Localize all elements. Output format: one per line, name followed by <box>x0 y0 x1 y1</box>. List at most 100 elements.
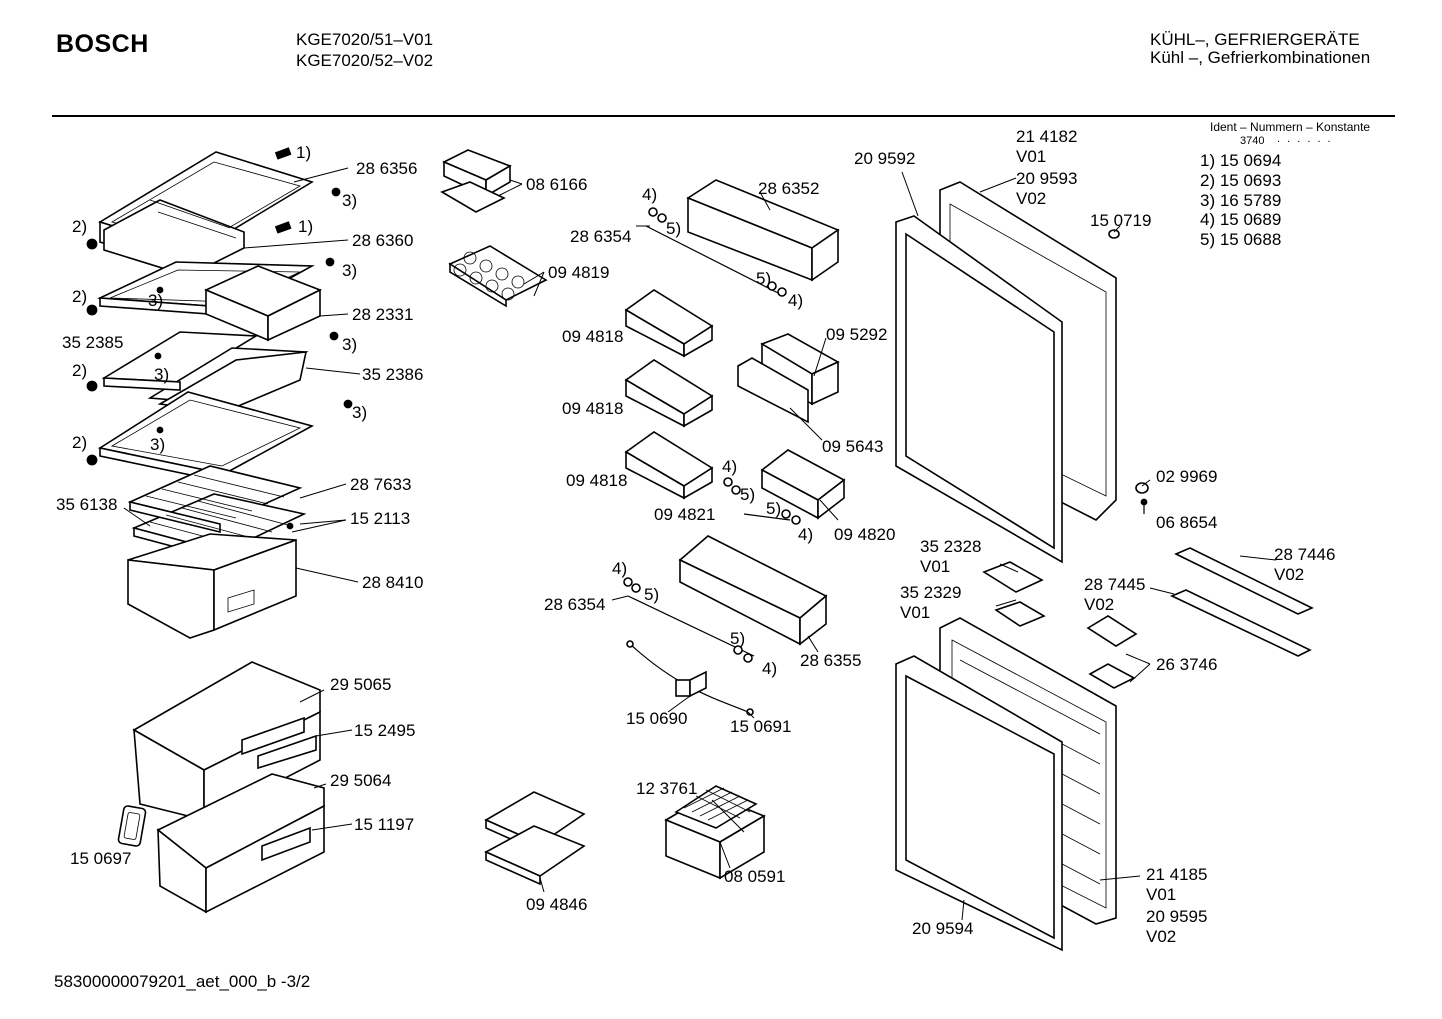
callout-54: 15 0690 <box>626 709 688 728</box>
callout-14: 3) <box>154 365 170 384</box>
bottle-holder <box>737 333 840 424</box>
callout-39: 09 4818 <box>566 471 628 490</box>
category-title: KÜHL–, GEFRIERGERÄTE <box>1150 30 1360 49</box>
model-number-2: KGE7020/52–V02 <box>296 51 434 70</box>
callout-34: 5) <box>666 219 682 238</box>
callout-57: 08 0591 <box>724 867 786 886</box>
callout-51: 5) <box>730 629 746 648</box>
callout-11: 3) <box>342 335 358 354</box>
callout-24: 15 2495 <box>354 721 416 740</box>
door-shelf-bottom <box>678 535 828 646</box>
door-bin-small-2 <box>624 359 714 428</box>
callout-32: 28 6352 <box>758 179 820 198</box>
callout-58: 20 9592 <box>854 149 916 168</box>
callout-10: 28 2331 <box>352 305 414 324</box>
callout-69: V01 <box>900 603 931 622</box>
callout-61: 20 9593 <box>1016 169 1078 188</box>
callout-13: 2) <box>72 361 88 380</box>
callout-75: 21 4185 <box>1146 865 1208 884</box>
callout-7: 3) <box>342 261 358 280</box>
small-drawer-box <box>204 265 322 342</box>
brand-logo: BOSCH <box>56 30 149 58</box>
callout-17: 2) <box>72 433 88 452</box>
door-bin-small-1 <box>624 289 714 358</box>
hinge-covers <box>982 561 1138 689</box>
callout-22: 28 8410 <box>362 573 424 592</box>
callout-70: 28 7446 <box>1274 545 1336 564</box>
door-rack-bars <box>623 207 801 716</box>
callout-25: 29 5064 <box>330 771 392 790</box>
callout-21: 15 2113 <box>350 509 411 528</box>
model-number-1: KGE7020/51–V01 <box>296 30 434 49</box>
callout-40: 09 5292 <box>826 325 888 344</box>
callout-16: 3) <box>352 403 368 422</box>
legend-item-5: 5) 15 0688 <box>1200 230 1282 249</box>
callout-52: 4) <box>762 659 778 678</box>
callout-73: V02 <box>1084 595 1115 614</box>
callout-35: 5) <box>756 269 772 288</box>
callout-50: 28 6354 <box>544 595 606 614</box>
callout-31: 4) <box>642 185 658 204</box>
callout-47: 09 4820 <box>834 525 896 544</box>
callout-2: 28 6356 <box>356 159 418 178</box>
callout-55: 15 0691 <box>730 717 792 736</box>
callout-59: 21 4182 <box>1016 127 1078 146</box>
callout-72: 28 7445 <box>1084 575 1146 594</box>
callout-41: 09 5643 <box>822 437 884 456</box>
ice-cube-tray <box>664 785 766 880</box>
document-id: 58300000079201_aet_000_b -3/2 <box>54 972 311 991</box>
header-divider <box>52 115 1395 117</box>
callout-18: 3) <box>150 435 166 454</box>
callout-4: 2) <box>72 217 88 236</box>
callout-12: 35 2385 <box>62 333 124 352</box>
cold-packs <box>484 791 586 886</box>
door-bin-small-3 <box>624 431 714 500</box>
callout-28: 08 6166 <box>526 175 588 194</box>
callout-64: 02 9969 <box>1156 467 1218 486</box>
callout-53: 28 6355 <box>800 651 862 670</box>
legend-title: Ident – Nummern – Konstante <box>1210 120 1371 134</box>
callout-9: 3) <box>148 291 164 310</box>
callout-45: 5) <box>766 499 782 518</box>
leader-lines <box>123 167 1277 921</box>
callout-74: 26 3746 <box>1156 655 1218 674</box>
callout-19: 28 7633 <box>350 475 412 494</box>
door-shelf-top <box>686 179 840 282</box>
category-subtitle: Kühl –, Gefrierkombinationen <box>1150 48 1371 67</box>
callout-30: 09 4846 <box>526 895 588 914</box>
callout-33: 28 6354 <box>570 227 632 246</box>
shelf-clips <box>86 147 353 530</box>
callout-1: 1) <box>296 143 312 162</box>
thermostat-sensor <box>675 670 707 698</box>
callout-65: 06 8654 <box>1156 513 1218 532</box>
callout-42: 4) <box>722 457 738 476</box>
callout-3: 3) <box>342 191 358 210</box>
legend-item-1: 1) 15 0694 <box>1200 151 1282 170</box>
callout-38: 09 4818 <box>562 399 624 418</box>
callout-5: 1) <box>298 217 314 236</box>
callout-60: V01 <box>1016 147 1047 166</box>
door-plugs-screws <box>1108 229 1149 514</box>
legend-item-4: 4) 15 0689 <box>1200 210 1282 229</box>
legend-constant: 3740 <box>1240 135 1265 147</box>
callout-44: 09 4821 <box>654 505 716 524</box>
callout-66: 35 2328 <box>920 537 982 556</box>
callout-15: 35 2386 <box>362 365 424 384</box>
callout-79: 20 9594 <box>912 919 974 938</box>
freezer-basket <box>127 533 297 639</box>
callout-78: V02 <box>1146 927 1177 946</box>
callout-67: V01 <box>920 557 951 576</box>
callout-6: 28 6360 <box>352 231 414 250</box>
callout-23: 29 5065 <box>330 675 392 694</box>
callout-26: 15 1197 <box>354 815 415 834</box>
callout-8: 2) <box>72 287 88 306</box>
callout-68: 35 2329 <box>900 583 962 602</box>
crisper-drawer-lower <box>156 773 325 914</box>
callout-43: 5) <box>740 485 756 504</box>
hinge-plates <box>1170 547 1314 657</box>
callout-27: 15 0697 <box>70 849 132 868</box>
callout-56: 12 3761 <box>636 779 698 798</box>
callout-71: V02 <box>1274 565 1305 584</box>
callout-20: 35 6138 <box>56 495 118 514</box>
